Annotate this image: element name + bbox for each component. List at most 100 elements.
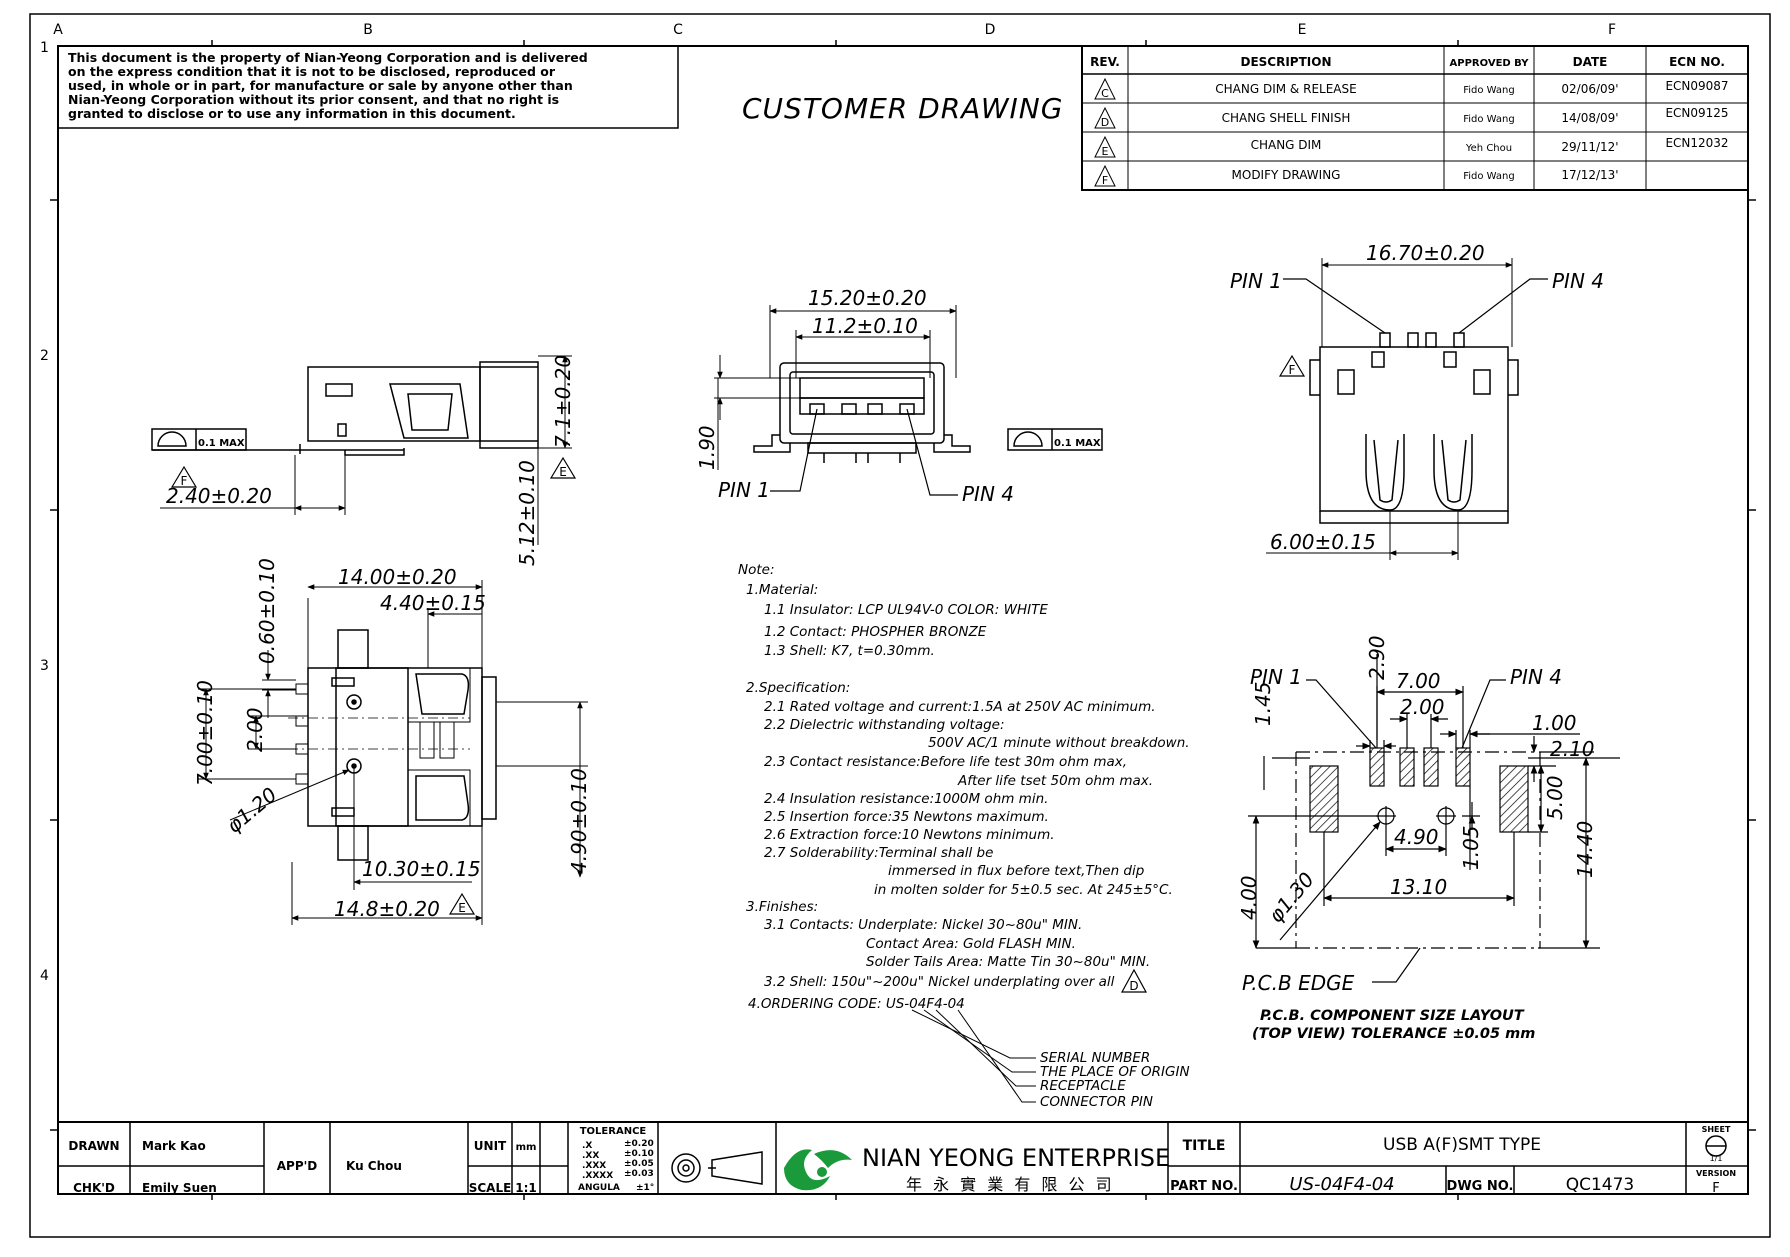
note-line: 3.2 Shell: 150u"~200u" Nickel underplati… — [764, 974, 1115, 990]
side-rev-mark-2: E — [559, 465, 567, 479]
grid-ticks — [50, 40, 1756, 1200]
front-view — [714, 305, 971, 496]
note-line: 1.Material: — [746, 582, 818, 598]
pcb-dim-7-00: 7.00 — [1396, 669, 1441, 693]
note-line: Solder Tails Area: Matte Tin 30~80u" MIN… — [866, 954, 1150, 970]
approved-value: Ku Chou — [346, 1159, 402, 1173]
grid-row-3: 3 — [40, 658, 49, 674]
grid-row-4: 4 — [40, 968, 49, 984]
grid-row-2: 2 — [40, 348, 49, 364]
dwg-value: QC1473 — [1566, 1175, 1635, 1195]
front-dim-outer: 15.20±0.20 — [808, 286, 927, 310]
note-line: 1.2 Contact: PHOSPHER BRONZE — [764, 624, 987, 640]
pcb-dim-4-90: 4.90 — [1394, 825, 1439, 849]
tolerance-value: ±0.05 — [624, 1159, 654, 1169]
pcb-layout — [1248, 654, 1620, 983]
rev-description: CHANG DIM & RELEASE — [1215, 82, 1356, 96]
rev-header-ecn: ECN NO. — [1669, 55, 1725, 69]
revision-table: REV. DESCRIPTION APPROVED BY DATE ECN NO… — [1081, 45, 1749, 191]
pcb-dim-2-00: 2.00 — [1400, 695, 1445, 719]
notes-rev-mark: D — [1120, 968, 1148, 993]
grid-row-labels: 1 2 3 4 — [40, 40, 49, 984]
rear-rev-mark: F — [1289, 363, 1296, 377]
pcb-dim-1-45: 1.45 — [1251, 681, 1275, 726]
rev-row: C CHANG DIM & RELEASE Fido Wang 02/06/09… — [1094, 77, 1729, 100]
grid-col-b: B — [363, 22, 373, 38]
grid-col-f: F — [1608, 22, 1616, 38]
tolerance-value: ±0.03 — [624, 1169, 654, 1179]
notice-box: This document is the property of Nian-Ye… — [57, 45, 679, 129]
rev-row: D CHANG SHELL FINISH Fido Wang 14/08/09'… — [1094, 106, 1729, 129]
note-line: 1.3 Shell: K7, t=0.30mm. — [764, 643, 935, 659]
rear-pin4: PIN 4 — [1552, 269, 1604, 293]
notice-line: This document is the property of Nian-Ye… — [68, 50, 588, 65]
grid-column-labels: A B C D E F — [53, 22, 1616, 38]
note-line: 2.7 Solderability:Terminal shall be — [764, 845, 993, 861]
front-dim-height: 1.90 — [695, 425, 719, 470]
scale-label: SCALE — [469, 1181, 512, 1195]
rev-date: 14/08/09' — [1561, 111, 1618, 125]
part-value: US-04F4-04 — [1289, 1174, 1394, 1195]
rev-date: 17/12/13' — [1561, 168, 1618, 182]
tolerance-label: TOLERANCE — [580, 1126, 647, 1137]
rev-row: F MODIFY DRAWING Fido Wang 17/12/13' — [1094, 164, 1619, 187]
sheet-label: SHEET — [1702, 1125, 1731, 1134]
rev-header-approved: APPROVED BY — [1450, 58, 1530, 69]
unit-label: UNIT — [474, 1139, 507, 1153]
front-flatness: 0.1 MAX — [1054, 438, 1101, 449]
front-pin1: PIN 1 — [718, 478, 770, 502]
grid-col-a: A — [53, 22, 63, 38]
top-dim-4-90: 4.90±0.10 — [567, 768, 591, 874]
outer-border — [29, 13, 1771, 1238]
tolerance-key: .XX — [582, 1151, 599, 1161]
side-dim-height: 7.1±0.20 — [551, 355, 575, 448]
rev-mark: D — [1101, 116, 1109, 129]
company-chinese-name: 年 永 實 業 有 限 公 司 — [906, 1175, 1115, 1194]
rev-mark: C — [1101, 87, 1109, 100]
pcb-caption-2: (TOP VIEW) TOLERANCE ±0.05 mm — [1252, 1026, 1535, 1042]
rev-ecn: ECN09087 — [1665, 79, 1728, 93]
pcb-pin4: PIN 4 — [1510, 665, 1562, 689]
note-line: 500V AC/1 minute without breakdown. — [928, 735, 1190, 751]
pcb-dim-1-00: 1.00 — [1532, 711, 1577, 735]
callout-origin: THE PLACE OF ORIGIN — [1040, 1064, 1190, 1080]
rev-header-rev: REV. — [1090, 55, 1120, 69]
rev-header-date: DATE — [1573, 55, 1608, 69]
top-dim-2-00: 2.00 — [243, 707, 267, 752]
callout-serial: SERIAL NUMBER — [1040, 1050, 1150, 1066]
sheet-value: 1/1 — [1710, 1154, 1723, 1163]
title-block-text: DRAWN Mark Kao CHK'D Emily Suen APP'D Ku… — [68, 1126, 654, 1195]
pcb-dim-14-40: 14.40 — [1573, 821, 1597, 878]
rev-approved-by: Yeh Chou — [1465, 143, 1512, 154]
pcb-dim-5-00: 5.00 — [1543, 775, 1567, 820]
rev-mark: F — [1102, 174, 1108, 187]
side-flatness: 0.1 MAX — [198, 438, 245, 449]
top-dim-width: 14.00±0.20 — [338, 565, 457, 589]
pcb-dim-2-10: 2.10 — [1550, 737, 1595, 761]
note-line: 2.5 Insertion force:35 Newtons maximum. — [764, 809, 1049, 825]
top-rev-mark: E — [458, 901, 466, 915]
front-pin4: PIN 4 — [962, 482, 1014, 506]
pcb-dim-2-90: 2.90 — [1365, 635, 1389, 680]
checked-label: CHK'D — [73, 1181, 115, 1195]
rev-date: 02/06/09' — [1561, 82, 1618, 96]
notice-line: used, in whole or in part, for manufactu… — [68, 78, 573, 93]
drawn-value: Mark Kao — [142, 1139, 206, 1153]
drawn-label: DRAWN — [68, 1139, 119, 1153]
grid-col-c: C — [673, 22, 683, 38]
note-line: 2.1 Rated voltage and current:1.5A at 25… — [764, 699, 1156, 715]
pcb-dim-hole: φ1.30 — [1263, 868, 1318, 928]
grid-row-1: 1 — [40, 40, 49, 56]
checked-value: Emily Suen — [142, 1181, 217, 1195]
top-dim-0-60: 0.60±0.10 — [255, 558, 279, 664]
notes-block: Note: 1.Material: 1.1 Insulator: LCP UL9… — [738, 562, 1190, 1012]
rev-description: CHANG DIM — [1251, 138, 1322, 152]
top-dim-10-30: 10.30±0.15 — [362, 857, 481, 881]
front-dim-inner: 11.2±0.10 — [812, 314, 918, 338]
rev-date: 29/11/12' — [1561, 140, 1618, 154]
title-label: TITLE — [1183, 1138, 1226, 1154]
side-dim-pin-offset: 2.40±0.20 — [166, 484, 272, 508]
side-view — [151, 355, 1103, 545]
top-dim-14-8: 14.8±0.20 — [334, 897, 440, 921]
